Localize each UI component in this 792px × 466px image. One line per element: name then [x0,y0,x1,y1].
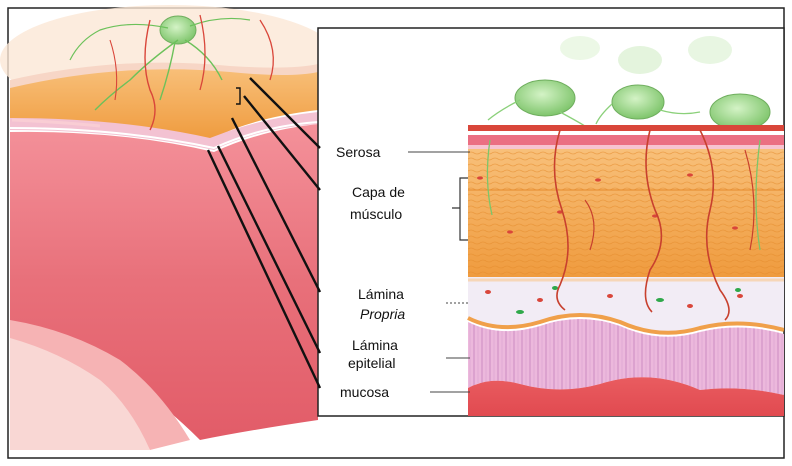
label-lamina-propria-line1: Lámina [358,286,404,302]
label-capa-line2: músculo [350,206,402,222]
label-lamina-propria-line2: Propria [360,306,405,322]
intestine-tube-illustration [0,5,340,450]
label-lamina-epitelial-line2: epitelial [348,355,395,371]
label-serosa: Serosa [336,144,381,160]
label-lamina-epitelial-line1: Lámina [352,337,398,353]
label-capa-line1: Capa de [352,184,405,200]
label-mucosa: mucosa [340,384,389,400]
